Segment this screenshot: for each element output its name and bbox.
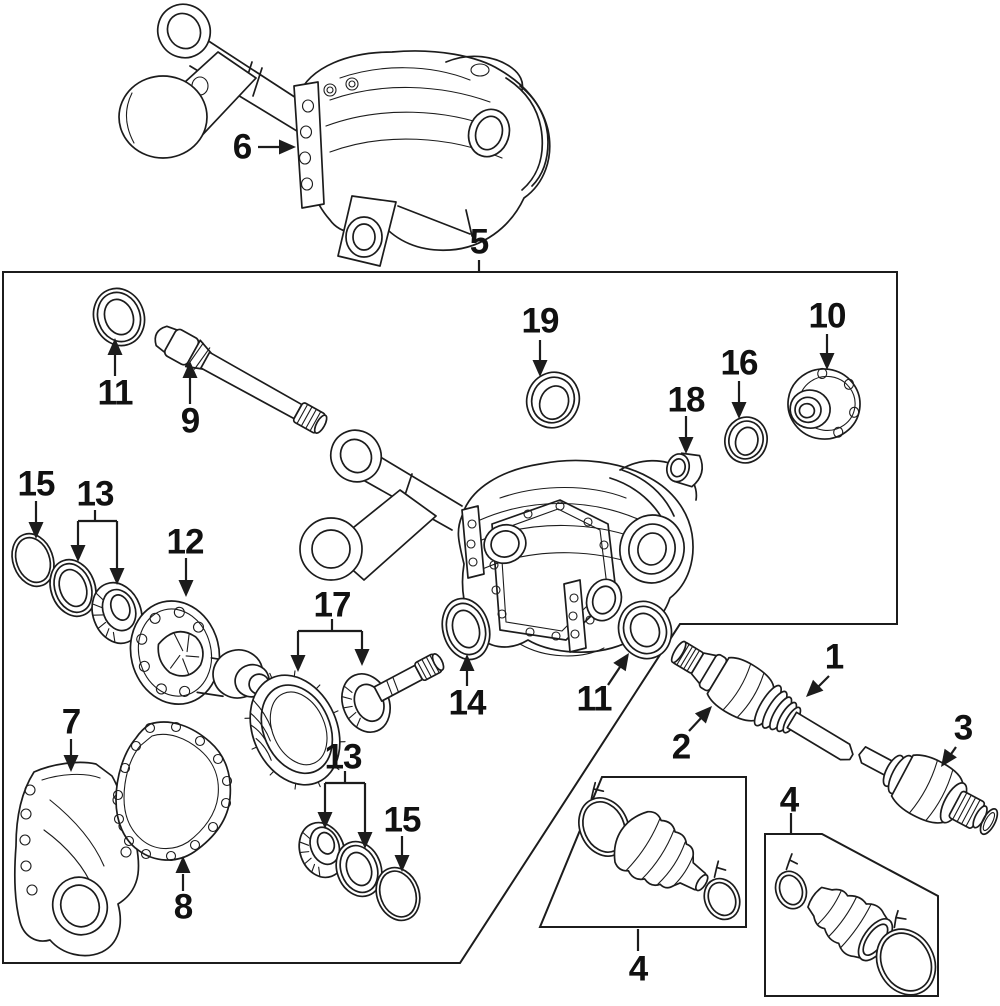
callout-14: 14 — [448, 683, 487, 723]
callout-13-lower: 13 — [324, 737, 363, 777]
part-13-bearing-lower — [298, 821, 346, 879]
part-15-ring-lower — [375, 866, 421, 922]
callout-10: 10 — [808, 296, 847, 336]
callout-3: 3 — [953, 708, 973, 748]
part-13-bearing-race-lower — [335, 840, 383, 898]
part-17-pinion-gear — [341, 653, 445, 733]
callout-12: 12 — [166, 522, 205, 562]
part-4-boot-kit-right — [774, 853, 937, 996]
part-3-outer-cv-joint — [858, 746, 999, 836]
callout-6: 6 — [232, 127, 252, 167]
part-13-bearing-upper — [91, 581, 143, 645]
part-8-gasket — [112, 721, 233, 862]
callout-11-left: 11 — [97, 373, 134, 413]
callout-9: 9 — [180, 401, 200, 441]
callout-18: 18 — [667, 380, 706, 420]
callout-4-right: 4 — [779, 780, 799, 820]
callout-15-upper: 15 — [17, 464, 56, 504]
part-13-bearing-race-upper — [49, 558, 97, 618]
callout-arrows — [28, 139, 957, 951]
part-1-2-axle-shaft-inner-cv-joint — [670, 640, 854, 761]
part-11-seal-right — [617, 600, 673, 660]
part-11-seal-left — [92, 287, 146, 347]
callout-5: 5 — [469, 222, 489, 262]
part-16-bearing — [724, 416, 768, 464]
part-5-axle-housing — [299, 429, 698, 657]
assembly-boxes — [2, 271, 939, 997]
part-4-boot-kit-left — [578, 781, 741, 921]
callout-4-left: 4 — [628, 949, 648, 989]
callout-19: 19 — [521, 301, 560, 341]
part-10-companion-flange — [787, 367, 861, 440]
callout-16: 16 — [720, 343, 759, 383]
part-14-seal — [441, 597, 491, 661]
callout-7: 7 — [61, 702, 81, 742]
callout-13-upper: 13 — [76, 474, 115, 514]
callout-2: 2 — [671, 727, 691, 767]
callout-15-lower: 15 — [383, 800, 422, 840]
part-17-ring-gear — [244, 670, 346, 790]
part-7-housing-cover — [13, 761, 140, 957]
part-19-seal — [525, 371, 581, 429]
callout-8: 8 — [173, 887, 193, 927]
part-6-axle-carrier-assembly — [118, 3, 551, 267]
part-15-ring-upper — [11, 532, 55, 588]
boot-kit-box-right — [764, 833, 939, 997]
part-12-differential-case — [129, 600, 270, 705]
part-18-bushing — [665, 452, 704, 488]
callout-11-right: 11 — [576, 679, 613, 719]
boot-kit-box-left — [538, 776, 747, 928]
part-9-intermediate-shaft — [154, 325, 328, 434]
main-detail-box — [2, 271, 898, 964]
callout-1: 1 — [824, 637, 844, 677]
callout-17: 17 — [313, 585, 352, 625]
